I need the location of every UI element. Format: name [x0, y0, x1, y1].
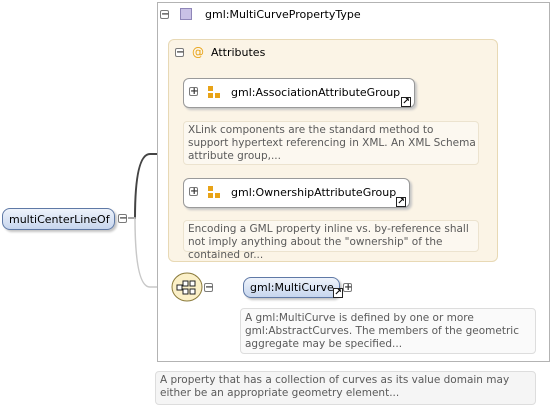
association-group-label: gml:AssociationAttributeGroup	[231, 86, 401, 99]
multicurve-doc	[240, 308, 536, 354]
attribute-icon: @	[192, 45, 204, 59]
ownership-group-doc-text: Encoding a GML property inline vs. by-re…	[188, 223, 469, 261]
ownership-group-label: gml:OwnershipAttributeGroup	[231, 186, 397, 199]
expand-association-toggle[interactable]: +	[189, 86, 199, 97]
connector-to-sequence	[128, 217, 172, 288]
type-title: gml:MultiCurvePropertyType	[205, 8, 361, 21]
expand-ownership-toggle[interactable]: +	[189, 186, 199, 197]
connector-to-attributes	[128, 153, 157, 219]
sequence-compositor-icon[interactable]	[171, 271, 205, 305]
link-icon[interactable]: ↗	[401, 97, 411, 107]
association-group-doc	[183, 121, 479, 165]
expand-multicurve-toggle[interactable]: +	[343, 282, 353, 293]
collapse-sequence-toggle[interactable]: −	[204, 282, 214, 293]
attribute-group-icon	[208, 86, 222, 99]
complex-type-icon	[180, 8, 192, 20]
link-icon[interactable]: ↗	[333, 288, 343, 298]
root-element-doc	[155, 371, 536, 405]
ownership-attribute-group[interactable]	[183, 178, 410, 208]
multicurve-label: gml:MultiCurve	[250, 281, 334, 294]
collapse-attributes-toggle[interactable]: −	[175, 47, 185, 58]
collapse-root-toggle[interactable]: −	[118, 213, 128, 224]
root-element-label: multiCenterLineOf	[9, 213, 110, 226]
link-icon[interactable]: ↗	[396, 197, 406, 207]
root-element-doc-text: A property that has a collection of curv…	[160, 374, 510, 399]
attributes-title: Attributes	[211, 46, 266, 59]
association-attribute-group[interactable]	[183, 78, 415, 108]
multicurve-doc-text: A gml:MultiCurve is defined by one or mo…	[245, 312, 519, 350]
multicurve-element[interactable]	[243, 277, 340, 298]
ownership-group-doc	[183, 220, 479, 252]
root-element[interactable]	[2, 208, 115, 230]
association-group-doc-text: XLink components are the standard method…	[188, 124, 476, 162]
collapse-type-toggle[interactable]: −	[160, 9, 170, 20]
attribute-group-icon	[208, 186, 222, 199]
